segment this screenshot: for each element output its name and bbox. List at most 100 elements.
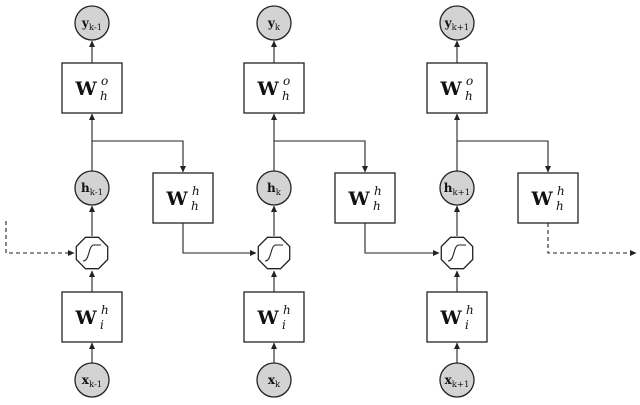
- activation-node-sigmoid-icon: [264, 244, 283, 262]
- hidden-state-node-circle: [74, 170, 110, 206]
- connections: [5, 40, 637, 363]
- output-weight-box-label-superscript: o: [466, 74, 473, 88]
- output-node-circle: [439, 5, 475, 41]
- output-node-label: yk: [267, 16, 281, 33]
- recurrent-weight-box-label-subscript: h: [373, 199, 381, 213]
- output-node: yk+1: [439, 5, 475, 41]
- output-node: yk: [256, 5, 292, 41]
- hidden-state-node-label-base: h: [267, 181, 276, 195]
- input-weight-box-box: [61, 291, 123, 343]
- output-weight-box-label-subscript: h: [282, 89, 290, 103]
- input-node-label-base: x: [268, 373, 276, 387]
- hidden-state-node-circle: [256, 170, 292, 206]
- output-weight-box-label-subscript: h: [465, 89, 473, 103]
- output-node: yk-1: [74, 5, 110, 41]
- output-weight-box-label-base: W: [439, 78, 462, 100]
- output-weight-box-box: [243, 62, 305, 114]
- input-weight-box-box: [426, 291, 488, 343]
- edge-hidden-to-recurrent-weight: [274, 140, 368, 173]
- output-node-circle: [74, 5, 110, 41]
- output-node-label-base: y: [267, 16, 276, 30]
- edge-incoming-dashed: [5, 221, 75, 256]
- input-weight-box-label-base: W: [256, 307, 279, 329]
- output-node-label-subscript: k-1: [89, 23, 102, 33]
- output-weight-box-label-subscript: h: [100, 89, 108, 103]
- input-node-circle: [439, 362, 475, 398]
- recurrent-weight-box-label-subscript: h: [191, 199, 199, 213]
- activation-node-outline: [440, 236, 474, 270]
- hidden-state-node-label-base: h: [81, 181, 90, 195]
- hidden-state-node-label-subscript: k+1: [453, 188, 471, 198]
- output-node-label-base: y: [444, 16, 453, 30]
- recurrent-weight-box-box: [334, 172, 396, 224]
- input-weight-box-label-superscript: h: [101, 303, 109, 317]
- output-weight-box-label-superscript: o: [101, 74, 108, 88]
- edge-outgoing-dashed: [547, 223, 637, 256]
- input-weight-box-label-base: W: [439, 307, 462, 329]
- hidden-state-node-label: hk+1: [444, 181, 470, 198]
- recurrent-weight-box-label-base: W: [530, 188, 553, 210]
- activation-node-sigmoid-icon: [82, 244, 101, 262]
- hidden-state-node-label: hk-1: [81, 181, 103, 198]
- input-node-label-subscript: k+1: [452, 380, 470, 390]
- recurrent-weight-box-label-base: W: [165, 188, 188, 210]
- hidden-state-node-label-subscript: k: [276, 188, 282, 198]
- recurrent-weight-box-label-superscript: h: [374, 184, 382, 198]
- hidden-state-node-label: hk: [267, 181, 282, 198]
- hidden-state-node: hk: [256, 170, 292, 206]
- output-node-label-subscript: k: [275, 23, 281, 33]
- input-node-label: xk-1: [82, 373, 102, 390]
- input-node-label-subscript: k: [275, 380, 281, 390]
- recurrent-weight-box-box: [517, 172, 579, 224]
- hidden-state-node-label-subscript: k-1: [90, 188, 103, 198]
- input-weight-box-label-subscript: i: [100, 318, 104, 332]
- hidden-state-node-circle: [439, 170, 475, 206]
- recurrent-weight-box-label-base: W: [347, 188, 370, 210]
- input-weight-box-label-base: W: [74, 307, 97, 329]
- recurrent-weight-box-label-superscript: h: [192, 184, 200, 198]
- input-node: xk+1: [439, 362, 475, 398]
- input-weight-box-label-subscript: i: [465, 318, 469, 332]
- edge-hidden-to-recurrent-weight: [92, 140, 186, 173]
- input-node-label-base: x: [445, 373, 453, 387]
- input-node: xk-1: [74, 362, 110, 398]
- output-weight-box-label-base: W: [74, 78, 97, 100]
- hidden-state-node-label-base: h: [444, 181, 453, 195]
- input-weight-box-box: [243, 291, 305, 343]
- output-weight-box-box: [426, 62, 488, 114]
- output-node-label-base: y: [81, 16, 90, 30]
- hidden-state-node: hk-1: [74, 170, 110, 206]
- output-node-label: yk+1: [444, 16, 470, 33]
- activation-node: [75, 236, 109, 270]
- input-node-label: xk: [268, 373, 281, 390]
- edge-recurrent-to-next-activation: [182, 223, 257, 256]
- input-weight-box-label-superscript: h: [466, 303, 474, 317]
- recurrent-weight-box-box: [152, 172, 214, 224]
- recurrent-weight-box-label-superscript: h: [557, 184, 565, 198]
- output-weight-box-label-superscript: o: [283, 74, 290, 88]
- input-weight-box-label-subscript: i: [282, 318, 286, 332]
- input-node-label-base: x: [82, 373, 90, 387]
- output-node-label: yk-1: [81, 16, 102, 33]
- activation-node-sigmoid-icon: [447, 244, 466, 262]
- input-node-label: xk+1: [445, 373, 470, 390]
- activation-node-outline: [257, 236, 291, 270]
- edge-hidden-to-recurrent-weight: [457, 140, 551, 173]
- output-node-label-subscript: k+1: [452, 23, 470, 33]
- output-weight-box-box: [61, 62, 123, 114]
- input-node-circle: [74, 362, 110, 398]
- activation-node: [257, 236, 291, 270]
- edge-recurrent-to-next-activation: [364, 223, 440, 256]
- activation-node-outline: [75, 236, 109, 270]
- input-node-label-subscript: k-1: [89, 380, 102, 390]
